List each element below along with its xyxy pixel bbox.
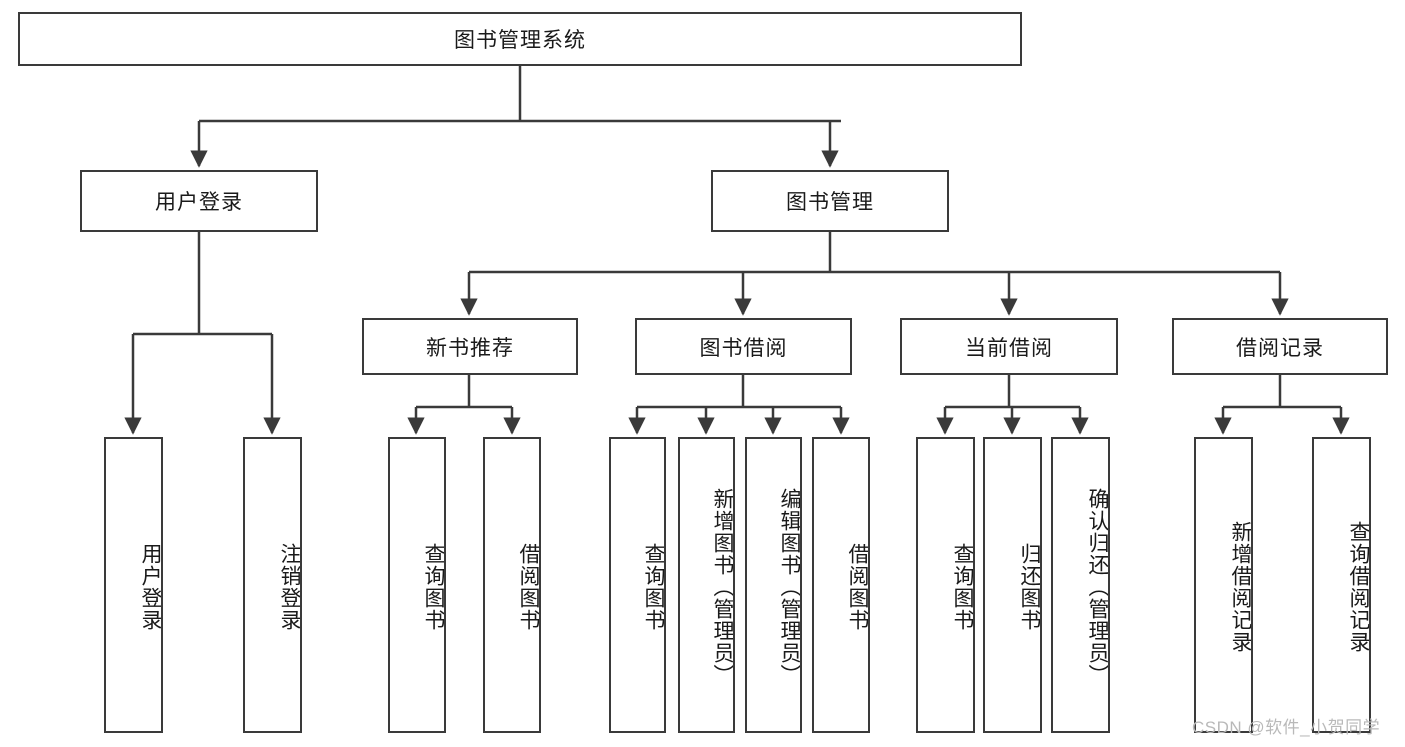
leaf-borrow-query-book-label: 查询图书 [642,543,665,631]
leaf-current-confirm-return[interactable]: 确认归还（管理员） [1051,437,1110,733]
leaf-current-return-book-label: 归还图书 [1018,543,1041,631]
leaf-record-add-label: 新增借阅记录 [1229,521,1252,653]
node-new-book-recommend-label: 新书推荐 [426,336,514,360]
node-borrow-record-label: 借阅记录 [1236,336,1324,360]
node-borrow-record[interactable]: 借阅记录 [1172,318,1388,375]
leaf-borrow-query-book[interactable]: 查询图书 [609,437,666,733]
leaf-user-login[interactable]: 用户登录 [104,437,163,733]
leaf-borrow-borrow-book[interactable]: 借阅图书 [812,437,870,733]
node-current-borrow-label: 当前借阅 [965,336,1053,360]
leaf-new-book-borrow-label: 借阅图书 [517,543,540,631]
leaf-current-return-book[interactable]: 归还图书 [983,437,1042,733]
leaf-borrow-borrow-book-label: 借阅图书 [846,543,869,631]
leaf-current-confirm-return-label: 确认归还（管理员） [1086,488,1109,686]
leaf-current-query-book[interactable]: 查询图书 [916,437,975,733]
node-book-manage-label: 图书管理 [786,191,874,214]
leaf-record-add[interactable]: 新增借阅记录 [1194,437,1253,733]
leaf-record-query-label: 查询借阅记录 [1347,521,1370,653]
node-current-borrow[interactable]: 当前借阅 [900,318,1118,375]
node-root[interactable]: 图书管理系统 [18,12,1022,66]
leaf-new-book-query[interactable]: 查询图书 [388,437,446,733]
leaf-borrow-edit-book-label: 编辑图书（管理员） [778,488,801,686]
node-user-login[interactable]: 用户登录 [80,170,318,232]
leaf-user-login-label: 用户登录 [139,543,162,631]
node-book-manage[interactable]: 图书管理 [711,170,949,232]
leaf-logout[interactable]: 注销登录 [243,437,302,733]
leaf-borrow-edit-book[interactable]: 编辑图书（管理员） [745,437,802,733]
node-root-label: 图书管理系统 [454,29,586,52]
leaf-new-book-query-label: 查询图书 [422,543,445,631]
node-new-book-recommend[interactable]: 新书推荐 [362,318,578,375]
leaf-current-query-book-label: 查询图书 [951,543,974,631]
leaf-borrow-add-book[interactable]: 新增图书（管理员） [678,437,735,733]
node-user-login-label: 用户登录 [155,191,243,214]
leaf-new-book-borrow[interactable]: 借阅图书 [483,437,541,733]
node-book-borrow-label: 图书借阅 [699,336,788,360]
node-book-borrow[interactable]: 图书借阅 [635,318,852,375]
leaf-logout-label: 注销登录 [278,543,301,631]
leaf-borrow-add-book-label: 新增图书（管理员） [711,488,734,686]
leaf-record-query[interactable]: 查询借阅记录 [1312,437,1371,733]
